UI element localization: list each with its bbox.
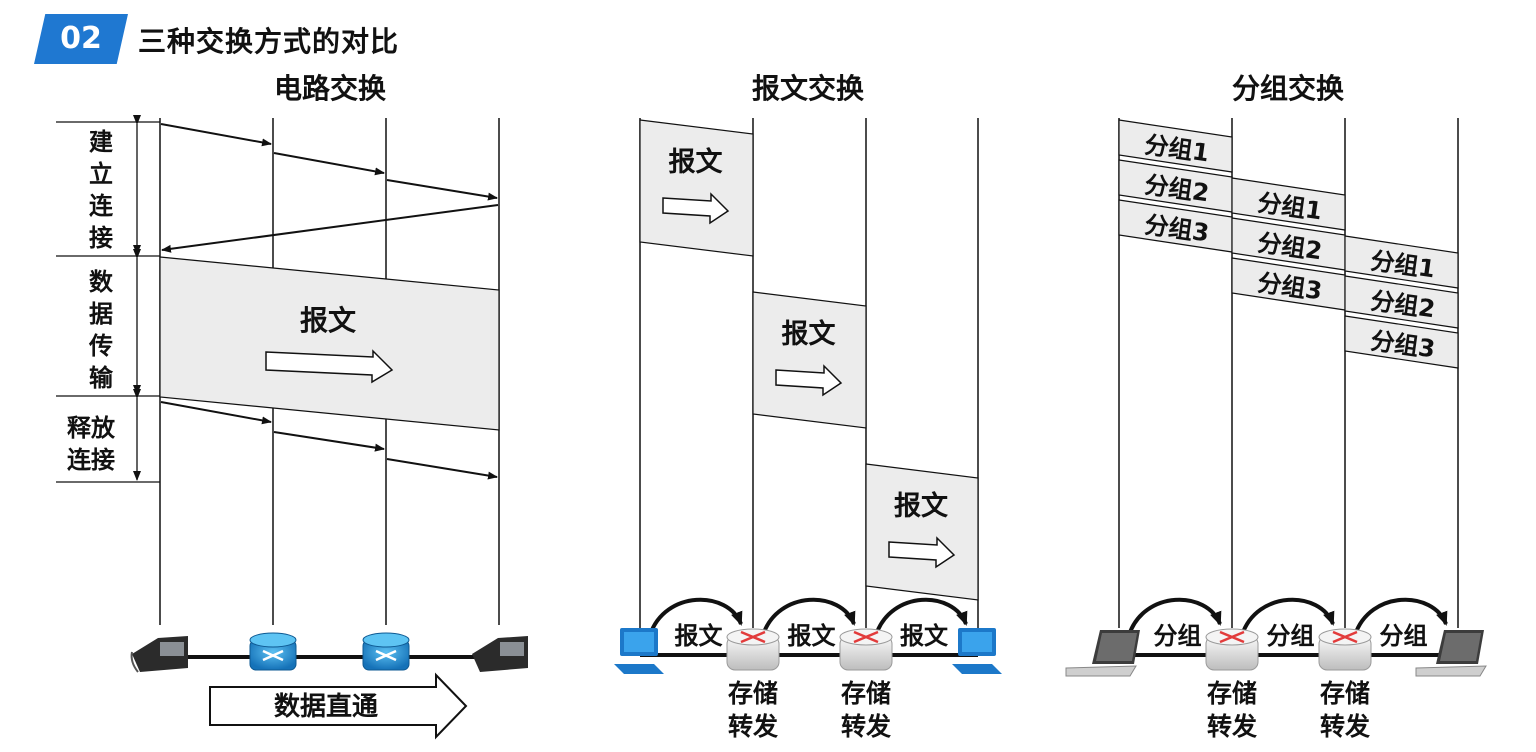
circuit-message-arrow xyxy=(265,349,394,384)
slide-header: 02 三种交换方式的对比 xyxy=(0,0,1536,70)
slide-title: 三种交换方式的对比 xyxy=(138,25,400,58)
computer-icon xyxy=(614,628,664,674)
packet-block xyxy=(1344,275,1459,329)
store-forward-label: 存储 xyxy=(841,679,891,708)
phone-icon xyxy=(472,636,528,672)
circuit-title: 电路交换 xyxy=(274,72,387,105)
circuit-message-label: 报文 xyxy=(300,304,356,337)
store-forward-label: 存储 xyxy=(728,679,778,708)
phone-icon xyxy=(130,636,188,673)
packet-block xyxy=(1118,119,1233,173)
message-switching-panel: 报文交换 报文报文报文 报文报文报文存储转发存储转发 xyxy=(614,72,1002,741)
router-icon xyxy=(1318,628,1372,671)
store-forward-label: 转发 xyxy=(1207,712,1257,741)
router-icon xyxy=(1205,628,1259,671)
hop-arrow xyxy=(1240,597,1335,636)
message-block xyxy=(752,291,867,429)
message-block-label: 报文 xyxy=(782,318,837,350)
router-icon xyxy=(249,632,297,671)
hop-arrow xyxy=(761,597,856,636)
store-forward-label: 转发 xyxy=(728,712,778,741)
router-icon xyxy=(362,632,410,671)
hop-label: 报文 xyxy=(675,622,724,650)
section-number: 02 xyxy=(60,21,102,56)
message-block-arrow xyxy=(888,536,956,569)
hop-arrow xyxy=(1353,597,1448,636)
section-badge: 02 xyxy=(34,14,128,64)
circuit-switching-panel: 电路交换 建立连接 数据传输 释放连接 xyxy=(56,72,528,740)
hop-label: 分组 xyxy=(1154,622,1202,650)
packet-block xyxy=(1344,315,1459,369)
phase-brackets xyxy=(56,115,160,483)
store-forward-label: 存储 xyxy=(1320,679,1370,708)
message-title: 报文交换 xyxy=(752,72,865,105)
hop-arrow xyxy=(648,597,743,636)
computer-icon xyxy=(952,628,1002,674)
message-block-arrow xyxy=(662,192,730,225)
setup-arrows xyxy=(160,123,499,253)
hop-arrow xyxy=(874,597,968,636)
hop-label: 分组 xyxy=(1267,622,1315,650)
data-direct-label: 数据直通 xyxy=(274,692,378,722)
packet-block xyxy=(1344,235,1459,289)
router-icon xyxy=(726,628,780,671)
message-block-arrow xyxy=(775,364,843,397)
store-forward-label: 转发 xyxy=(841,712,891,741)
data-direct-arrow xyxy=(209,672,468,740)
hop-arrow xyxy=(1127,597,1222,636)
message-block xyxy=(639,119,754,257)
message-block-label: 报文 xyxy=(894,490,949,522)
message-block-label: 报文 xyxy=(669,146,724,178)
packet-block xyxy=(1231,177,1346,231)
laptop-icon xyxy=(1415,630,1487,677)
store-forward-label: 存储 xyxy=(1207,679,1257,708)
phase-transfer-label: 数据传输 xyxy=(88,268,114,392)
phase-release-label: 释放连接 xyxy=(67,414,116,474)
message-block xyxy=(865,463,979,601)
packet-title: 分组交换 xyxy=(1232,72,1345,105)
laptop-icon xyxy=(1065,630,1140,677)
store-forward-label: 转发 xyxy=(1320,712,1370,741)
hop-label: 分组 xyxy=(1380,622,1428,650)
phase-setup-label: 建立连接 xyxy=(89,128,114,252)
hop-label: 报文 xyxy=(900,622,949,650)
release-arrows xyxy=(160,401,498,480)
circuit-data-block xyxy=(159,256,500,431)
hop-label: 报文 xyxy=(788,622,837,650)
router-icon xyxy=(839,628,893,671)
